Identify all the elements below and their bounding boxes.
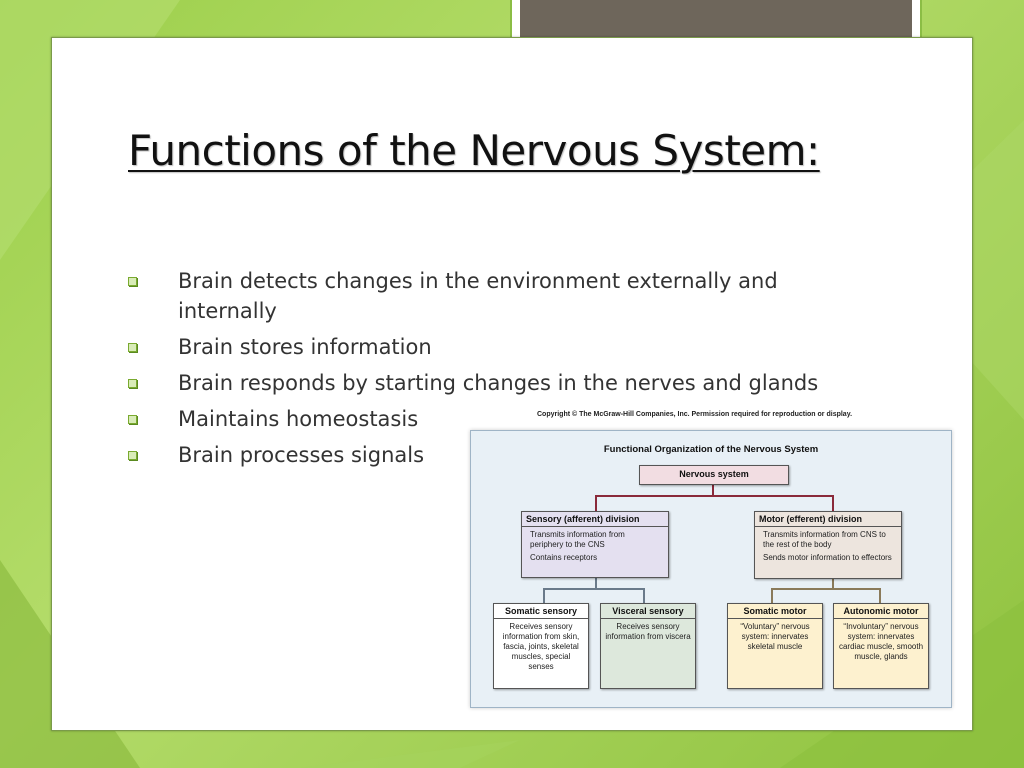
motor-division-line: Sends motor information to effectors xyxy=(763,553,892,562)
bullet-item: Brain processes signals xyxy=(128,440,848,470)
connector-line xyxy=(712,484,714,496)
connector-line xyxy=(832,578,834,589)
somatic-motor-title: Somatic motor xyxy=(728,604,822,619)
bullet-item: Brain responds by starting changes in th… xyxy=(128,368,848,398)
square-bullet-icon xyxy=(128,343,137,352)
somatic-sensory-text: Receives sensory information from skin, … xyxy=(502,622,580,671)
nervous-system-diagram: Functional Organization of the Nervous S… xyxy=(470,430,952,708)
autonomic-motor-text: “Involuntary” nervous system: innervates… xyxy=(838,622,924,661)
connector-line xyxy=(832,495,834,511)
bullet-item: Maintains homeostasis xyxy=(128,404,848,434)
sensory-division-box: Sensory (afferent) division Transmits in… xyxy=(521,511,669,578)
connector-line xyxy=(771,588,881,590)
connector-line xyxy=(771,588,773,604)
figure-copyright: Copyright © The McGraw-Hill Companies, I… xyxy=(537,411,853,418)
connector-line xyxy=(595,577,597,589)
slide-title: Functions of the Nervous System: xyxy=(128,126,820,175)
bullet-item: Brain stores information xyxy=(128,332,848,362)
connector-line xyxy=(543,588,645,590)
connector-line xyxy=(595,495,834,497)
somatic-sensory-title: Somatic sensory xyxy=(494,604,588,619)
square-bullet-icon xyxy=(128,451,137,460)
root-box-title: Nervous system xyxy=(679,469,749,479)
autonomic-motor-title: Autonomic motor xyxy=(834,604,928,619)
sensory-division-line: Transmits information from periphery to … xyxy=(530,530,625,549)
somatic-sensory-box: Somatic sensory Receives sensory informa… xyxy=(493,603,589,689)
visceral-sensory-text: Receives sensory information from viscer… xyxy=(605,622,691,641)
connector-line xyxy=(879,588,881,604)
motor-division-box: Motor (efferent) division Transmits info… xyxy=(754,511,902,579)
sensory-division-title: Sensory (afferent) division xyxy=(522,512,668,527)
connector-line xyxy=(595,495,597,511)
square-bullet-icon xyxy=(128,277,137,286)
motor-division-title: Motor (efferent) division xyxy=(755,512,901,527)
sensory-division-line: Contains receptors xyxy=(530,553,598,562)
root-box: Nervous system xyxy=(639,465,789,485)
bullet-item: Brain detects changes in the environment… xyxy=(128,266,848,326)
somatic-motor-text: “Voluntary” nervous system: innervates s… xyxy=(740,622,810,651)
square-bullet-icon xyxy=(128,415,137,424)
connector-line xyxy=(543,588,545,604)
diagram-title: Functional Organization of the Nervous S… xyxy=(603,444,819,455)
autonomic-motor-box: Autonomic motor “Involuntary” nervous sy… xyxy=(833,603,929,689)
motor-division-line: Transmits information from CNS to the re… xyxy=(763,530,886,549)
visceral-sensory-box: Visceral sensory Receives sensory inform… xyxy=(600,603,696,689)
square-bullet-icon xyxy=(128,379,137,388)
visceral-sensory-title: Visceral sensory xyxy=(601,604,695,619)
somatic-motor-box: Somatic motor “Voluntary” nervous system… xyxy=(727,603,823,689)
bullet-list: Brain detects changes in the environment… xyxy=(128,266,848,476)
connector-line xyxy=(643,588,645,604)
